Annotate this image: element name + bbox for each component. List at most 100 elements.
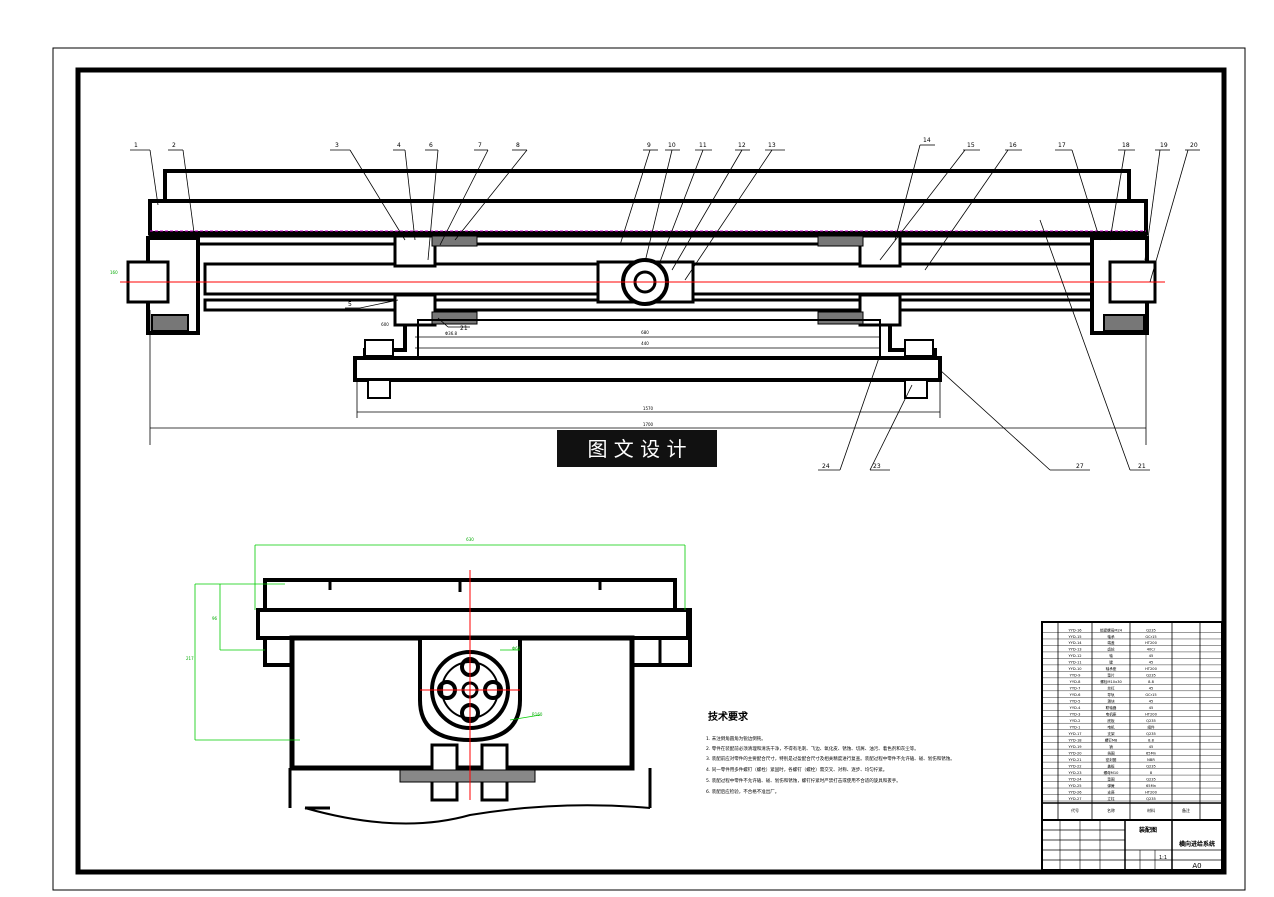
bom-cell: 45 [1149, 700, 1154, 704]
bom-cell: 电机座 [1106, 712, 1117, 717]
bom-cell: 螺钉M8 [1105, 737, 1118, 742]
bom-header-code: 代号 [1071, 807, 1079, 813]
balloon-24: 24 [822, 463, 830, 470]
watermark-box [557, 430, 717, 467]
bom-cell: 轴 [1109, 653, 1113, 658]
dim-top-c: 600 [381, 322, 389, 327]
section-view [256, 578, 692, 825]
bom-cell: YYD-21 [1068, 758, 1081, 762]
bom-cell: Q235 [1146, 674, 1156, 678]
bom-cell: 8.8 [1148, 680, 1154, 684]
dim-width-2: 1700 [643, 422, 654, 427]
section-dimension-lines [194, 544, 686, 741]
balloon-3: 3 [335, 142, 339, 149]
outer-border [52, 47, 1246, 891]
balloon-27: 27 [1076, 463, 1084, 470]
bom-cell: 键 [1109, 660, 1113, 665]
bom-cell: 底板 [1107, 718, 1115, 723]
bom-cell: YYD-25 [1068, 784, 1081, 788]
watermark-text: 图 文 设 计 [587, 437, 686, 461]
bom-cell: HT200 [1145, 790, 1157, 794]
bom-cell: YYD-15 [1068, 635, 1081, 639]
balloon-leaders [130, 144, 1200, 471]
dim-top-b: 440 [641, 341, 649, 346]
bom-cell: 锁紧螺母M24 [1100, 627, 1123, 632]
tech-line-5: 5. 装配过程中零件不允许磕、碰、划伤和锈蚀，螺钉拧紧时严禁打击或使用不合适的旋… [706, 777, 901, 784]
balloon-17: 17 [1058, 142, 1066, 149]
bom-cell: YYD-6 [1070, 693, 1081, 697]
balloon-9: 9 [647, 142, 651, 149]
balloon-6: 6 [429, 142, 433, 149]
bom-cell: 垫片 [1107, 673, 1115, 678]
bom-cell: YYD-3 [1070, 713, 1081, 717]
main-view [126, 169, 1157, 399]
balloon-13: 13 [768, 142, 776, 149]
bom-header-remark: 备注 [1182, 807, 1190, 813]
bom-cell: 支架 [1107, 731, 1115, 736]
inner-frame [75, 67, 1227, 875]
dim-lower-width: 630 [466, 537, 474, 542]
dim-lower-r1: Φ60 [512, 646, 521, 651]
bom-cell: YYD-9 [1070, 674, 1081, 678]
bom-cell: 65Mn [1146, 751, 1156, 755]
balloon-19: 19 [1160, 142, 1168, 149]
bom-cell: YYD-2 [1070, 719, 1081, 723]
bom-cell: HT200 [1145, 713, 1157, 717]
tech-line-6: 6. 装配后应检验，不合格不准出厂。 [706, 788, 779, 795]
bom-cell: YYD-4 [1070, 706, 1081, 710]
balloon-23: 23 [873, 463, 881, 470]
balloon-5: 5 [348, 301, 352, 308]
balloon-10: 10 [668, 142, 676, 149]
bom-cell: YYD-20 [1068, 751, 1082, 755]
bom-cell: YYD-18 [1068, 738, 1082, 742]
dim-lower-h1: 96 [212, 616, 218, 621]
bom-cell: YYD-7 [1070, 687, 1081, 691]
bom-cell: YYD-26 [1068, 790, 1082, 794]
bom-cell: 滑块 [1107, 699, 1115, 704]
bom-cell: 螺母M10 [1104, 770, 1120, 775]
bom-cell: 弹簧 [1107, 783, 1115, 788]
bom-cell: 支座 [1107, 789, 1115, 794]
bom-cell: YYD-8 [1070, 680, 1081, 684]
title-assembly: 装配图 [1138, 826, 1157, 834]
bom-cell: YYD-12 [1068, 654, 1081, 658]
dim-width-1: 1570 [643, 406, 654, 411]
bom-cell: 挡圈 [1107, 750, 1115, 755]
dim-tag-left: 160 [110, 270, 118, 275]
bom-cell: YYD-22 [1068, 764, 1081, 768]
tech-line-3: 3. 装配前应对零件的主要配合尺寸，特别是过盈配合尺寸及相关精度进行复查。装配过… [706, 755, 955, 762]
balloon-1: 1 [134, 142, 138, 149]
tech-line-4: 4. 同一零件用多件螺钉（螺栓）紧固时，各螺钉（螺栓）需交叉、对称、逐步、均匀拧… [706, 766, 887, 773]
bom-cell: YYD-1 [1070, 726, 1081, 730]
bom-cell: Q235 [1146, 628, 1156, 632]
dim-side-left: Φ36.8 [445, 331, 458, 336]
bom-cell: 销 [1109, 744, 1113, 749]
balloon-8: 8 [516, 142, 520, 149]
dim-lower-r2: R160 [532, 712, 543, 717]
bom-cell: GCr15 [1145, 635, 1156, 639]
bom-cell: YYD-13 [1068, 648, 1081, 652]
balloon-20: 20 [1190, 142, 1198, 149]
bom-cell: 螺栓M10x30 [1100, 679, 1122, 684]
bom-cell: YYD-27 [1068, 797, 1081, 801]
bom-cell: 65Mn [1146, 784, 1156, 788]
bom-cell: 轴承座 [1106, 666, 1117, 671]
dim-lower-h2: 217 [186, 656, 194, 661]
bom-cell: 电机 [1107, 725, 1115, 730]
bom-cell: 导轨 [1107, 692, 1115, 697]
tech-title: 技术要求 [708, 710, 749, 723]
balloon-labels: 1 2 3 4 6 7 8 9 10 11 12 13 14 15 16 17 … [134, 137, 1198, 470]
bom-cell: Q235 [1146, 797, 1156, 801]
bom-cell: 盖板 [1107, 763, 1115, 768]
bom-cell: 垫圈 [1107, 776, 1115, 781]
balloon-12: 12 [738, 142, 746, 149]
bom-cell: YYD-10 [1068, 667, 1082, 671]
bom-cell: GCr15 [1145, 693, 1156, 697]
bom-cell: 端盖 [1107, 640, 1115, 645]
bom-cell: 密封圈 [1106, 757, 1117, 762]
bom-cell: Q235 [1146, 764, 1156, 768]
title-scale: 1:1 [1159, 855, 1167, 861]
bom-cell: 45 [1149, 661, 1154, 665]
